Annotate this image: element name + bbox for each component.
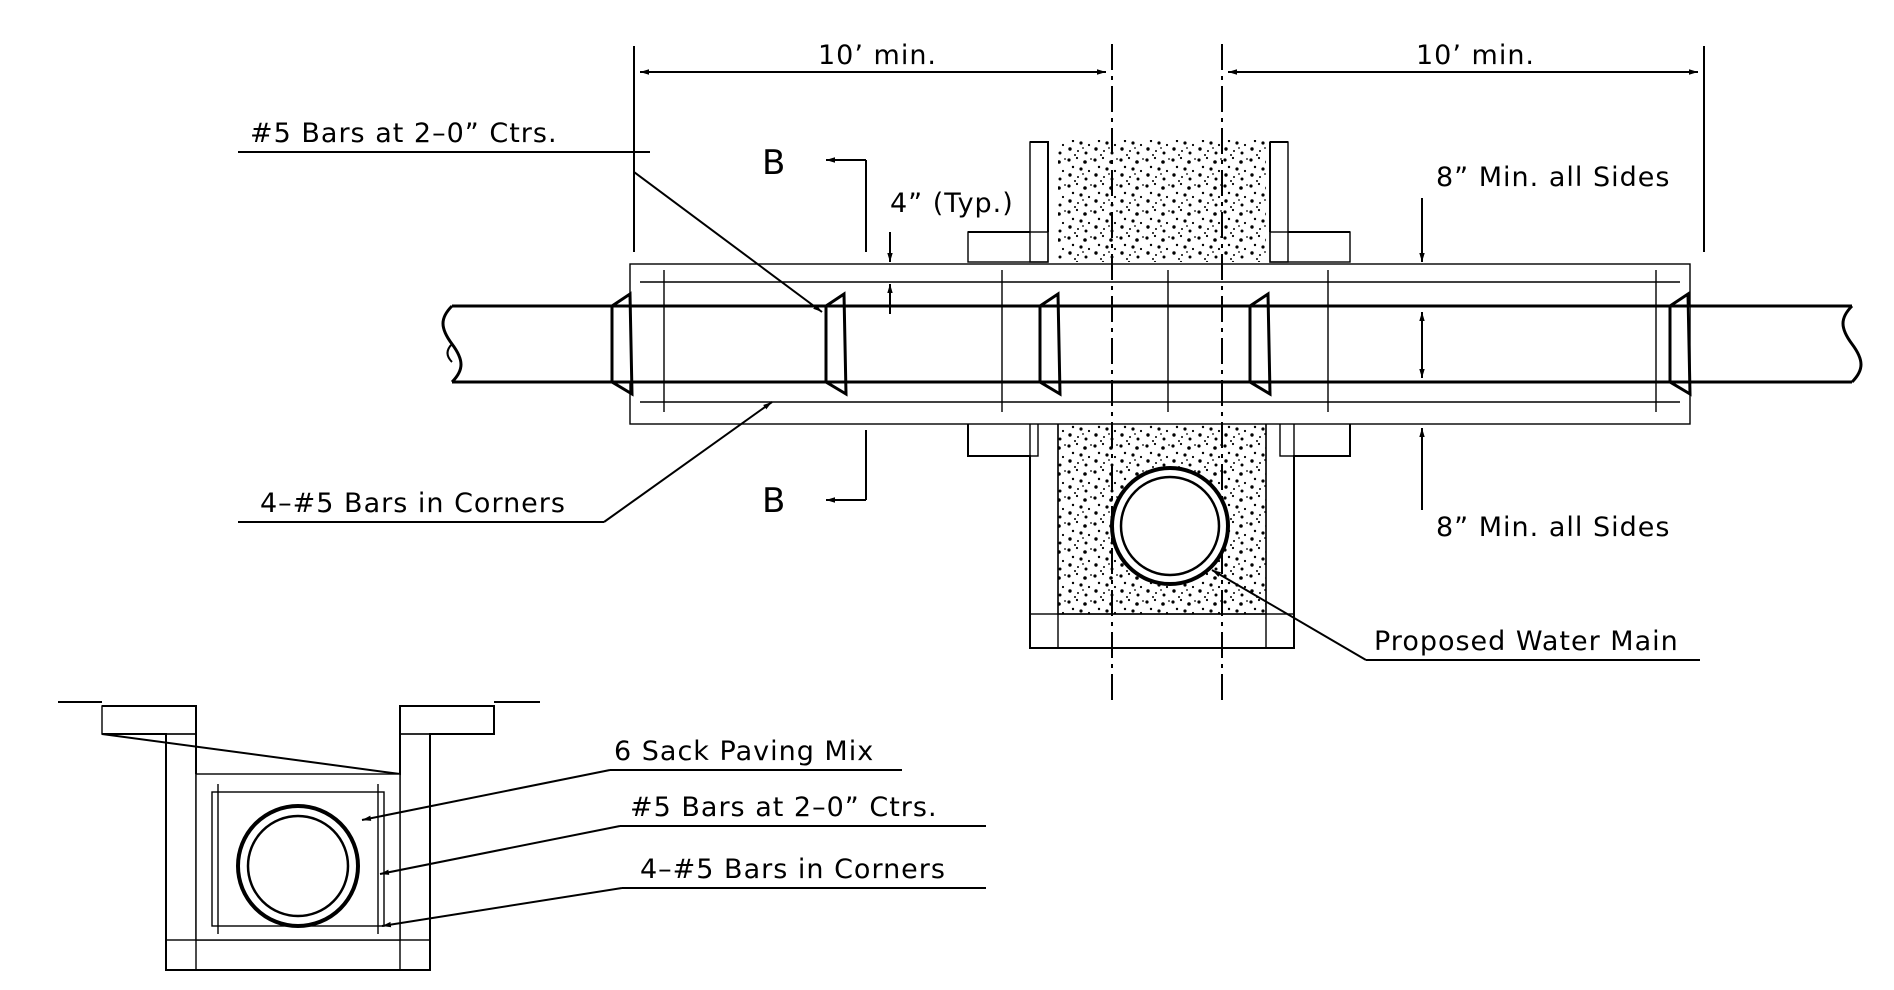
label-water-main: Proposed Water Main	[1374, 626, 1679, 657]
label-typ-4in: 4” (Typ.)	[890, 188, 1014, 219]
section-b-b	[58, 701, 540, 971]
dimension-label-right: 10’ min.	[1416, 40, 1535, 71]
proposed-water-main-pipe	[1110, 466, 1230, 586]
section-cut-b	[826, 157, 867, 503]
label-bars-top: #5 Bars at 2–0” Ctrs.	[250, 118, 558, 149]
rebar-lines	[663, 270, 1657, 412]
leaders-section	[361, 769, 986, 928]
brick-structure-upper	[967, 141, 1351, 263]
dimension-label-left: 10’ min.	[818, 40, 937, 71]
dimension-lines	[633, 46, 1705, 510]
label-bars-corners-top: 4–#5 Bars in Corners	[260, 488, 566, 519]
label-bars-section: #5 Bars at 2–0” Ctrs.	[630, 792, 938, 823]
section-marker-b-top: B	[762, 143, 785, 183]
label-paving-mix: 6 Sack Paving Mix	[614, 736, 874, 767]
water-pipe	[441, 291, 1863, 397]
leaders-top	[238, 151, 1700, 661]
label-bars-corners-section: 4–#5 Bars in Corners	[640, 854, 946, 885]
label-min-sides-top: 8” Min. all Sides	[1436, 162, 1670, 193]
label-min-sides-bottom: 8” Min. all Sides	[1436, 512, 1670, 543]
center-lines	[1111, 44, 1223, 700]
section-marker-b-bottom: B	[762, 481, 785, 521]
